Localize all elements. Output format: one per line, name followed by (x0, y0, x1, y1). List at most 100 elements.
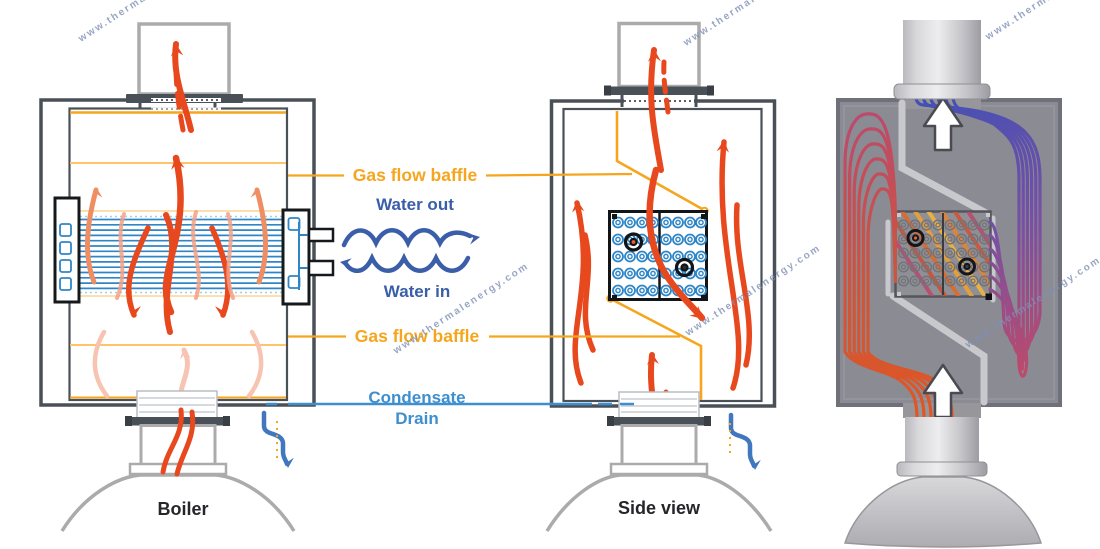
arrowhead (647, 49, 661, 62)
flue-stack (617, 21, 701, 89)
tube-end (660, 216, 672, 229)
tube-end (909, 247, 921, 259)
water-tube-bundle (79, 218, 283, 290)
burner-bell (545, 473, 773, 532)
callouts: Gas flow baffle Gas flow baffle Water ou… (91, 44, 761, 519)
flue-flange (606, 86, 712, 95)
arrowhead (250, 187, 262, 199)
streamline-hot (843, 112, 919, 421)
burner-throat (545, 391, 773, 532)
heat-stripe (939, 212, 990, 288)
condensate-label: Condensate (368, 388, 465, 407)
tube-end (920, 219, 933, 231)
tube-end (636, 284, 648, 297)
tube-end (967, 247, 979, 259)
tube-end (672, 233, 684, 246)
water-out-pipe (307, 227, 335, 243)
burner-bell-3d (843, 476, 1043, 548)
leader-line (485, 172, 633, 177)
tube-end (636, 267, 648, 280)
tube-end (920, 247, 933, 259)
drain-label: Drain (395, 409, 438, 428)
streamline-hot (852, 142, 933, 421)
tube-end (897, 261, 910, 273)
tube-end (967, 233, 979, 245)
tube-end (978, 247, 991, 259)
tube-end (967, 219, 979, 231)
tube-end (660, 250, 672, 263)
arrowhead (179, 348, 191, 360)
water-header-right (281, 208, 335, 306)
tube-end (684, 216, 696, 229)
tube-end (897, 219, 910, 231)
tube-end (920, 261, 933, 273)
gas-flow-baffles (610, 111, 705, 400)
tube-bolt (958, 257, 976, 276)
tube-bolt (674, 257, 695, 278)
flow-up-arrow-top (922, 96, 964, 152)
boiler-3d-view (836, 20, 1062, 548)
arrowhead (689, 305, 703, 319)
arrowhead (468, 233, 480, 245)
gas-flow-baffle-label-top: Gas flow baffle (353, 165, 478, 185)
baffle-3d (885, 99, 996, 406)
tube-end (955, 219, 968, 231)
tube-end (978, 219, 991, 231)
watermark-text: www.thermalenergy.com (983, 0, 1100, 43)
tube-end (612, 284, 624, 297)
gas-flow-baffle-label-bottom: Gas flow baffle (355, 326, 480, 346)
tube-end (636, 250, 648, 263)
tube-end (624, 267, 636, 280)
arrowhead (282, 457, 294, 468)
tube-end (897, 275, 910, 287)
tube-end (944, 219, 956, 231)
tube-end (944, 233, 956, 245)
tube-bolt (623, 232, 644, 252)
tube-end (978, 233, 991, 245)
tube-end (978, 261, 991, 273)
tube-end (897, 247, 910, 259)
tube-end (660, 284, 672, 297)
tube-end (684, 267, 696, 280)
tube-end (612, 267, 624, 280)
tube-end (695, 267, 707, 280)
tube-end (967, 275, 979, 287)
tube-end (944, 247, 956, 259)
arrowhead (171, 156, 185, 170)
arrowhead (749, 459, 761, 470)
tube-end (944, 261, 956, 273)
arrowhead (572, 200, 585, 213)
streamline-hot (847, 127, 926, 421)
arrowhead (129, 305, 141, 317)
tube-end (660, 233, 672, 246)
inner-shell (68, 107, 289, 402)
tube-end (978, 275, 991, 287)
arrowhead (716, 140, 729, 153)
arrowhead (91, 187, 103, 199)
tube-end (695, 233, 707, 246)
tube-end (955, 247, 968, 259)
water-out-label: Water out (376, 195, 454, 214)
tube-end (624, 216, 636, 229)
arrowhead (170, 44, 184, 57)
water-in-arrow (343, 252, 471, 273)
flame-arrows (85, 41, 268, 411)
tube-end (672, 216, 684, 229)
arrowhead (647, 353, 659, 365)
tube-end (920, 275, 933, 287)
tube-end (624, 284, 636, 297)
arrowhead (215, 305, 227, 317)
water-flow-arrows (341, 228, 473, 273)
tube-end (647, 284, 659, 297)
boiler-front-view (39, 22, 335, 532)
tube-end (624, 250, 636, 263)
tube-end (909, 261, 921, 273)
boiler-caption: Boiler (157, 499, 208, 519)
heat-stripe (965, 212, 990, 249)
watermark-text: www.thermalenergy.com (681, 0, 821, 49)
tube-end (944, 275, 956, 287)
flue-stack (137, 22, 231, 96)
side-view-caption: Side view (618, 498, 701, 518)
